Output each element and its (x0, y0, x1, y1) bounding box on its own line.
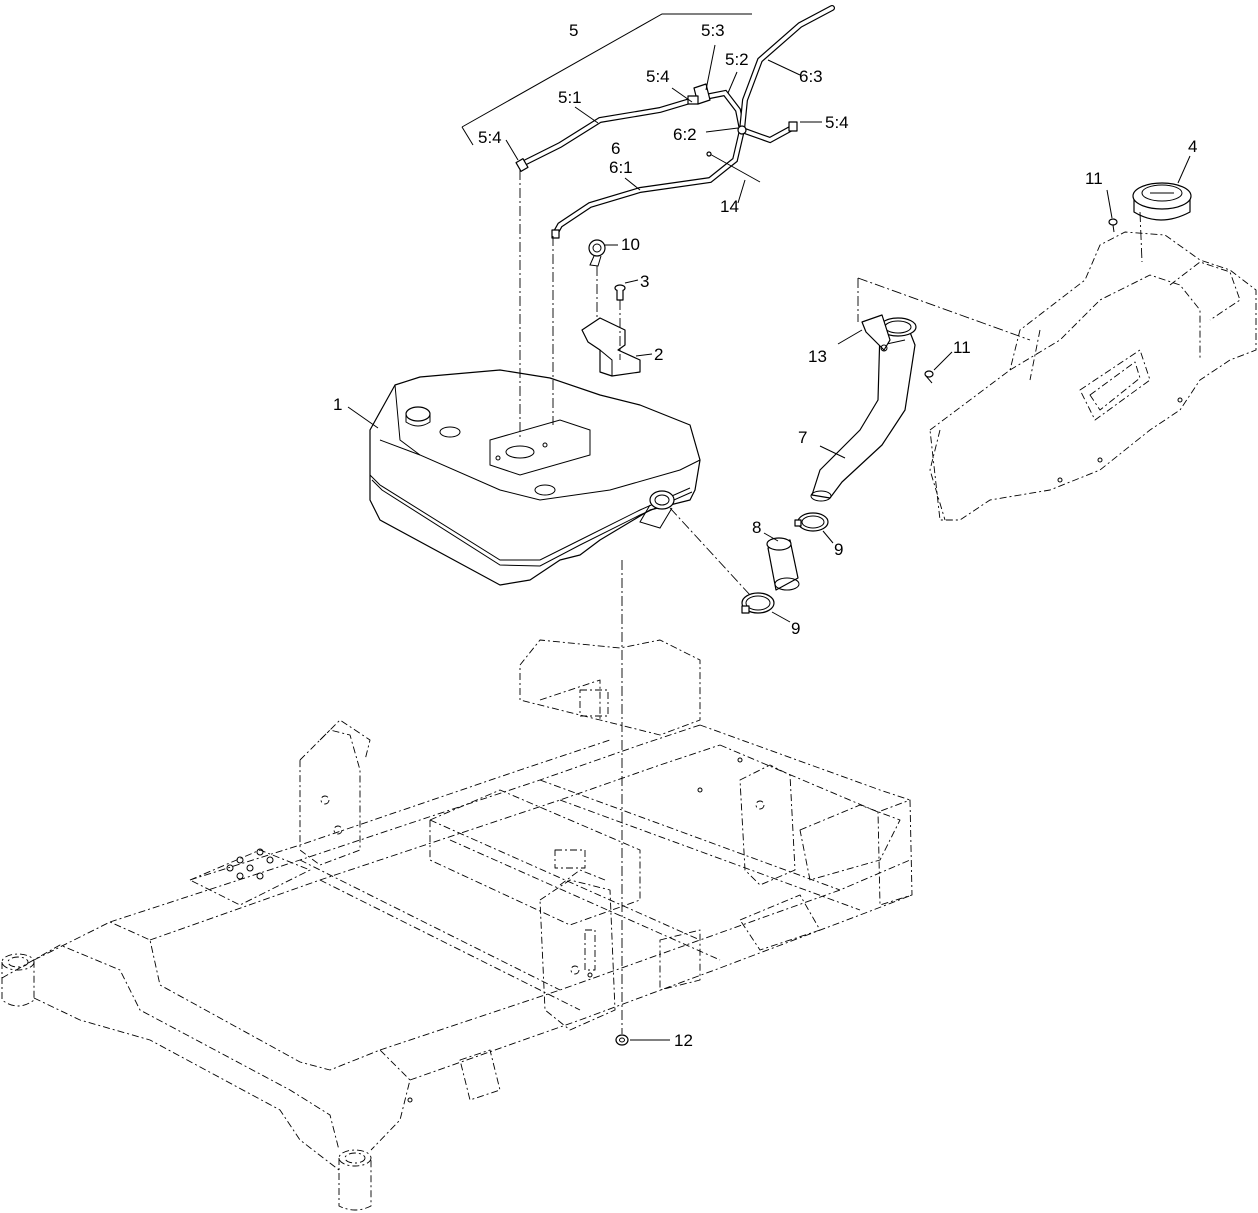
cable-tie (706, 151, 761, 183)
callout-5-1: 5:1 (558, 88, 582, 107)
rear-body-panel (929, 231, 1257, 521)
callout-3: 3 (640, 272, 649, 291)
callout-10: 10 (621, 235, 640, 254)
callout-11-a: 11 (1085, 169, 1103, 188)
callout-5-4-c: 5:4 (825, 113, 849, 132)
callout-14: 14 (720, 197, 739, 216)
callout-5: 5 (569, 21, 578, 40)
callout-4: 4 (1188, 137, 1197, 156)
fuel-cap (1132, 182, 1192, 221)
hose-clamp-upper (794, 512, 829, 532)
connector-tube (766, 537, 800, 591)
callout-labels: 5 5:3 5:2 6:3 5:4 5:1 5:4 6:2 5:4 6 6:1 … (333, 21, 1197, 1050)
clamp-top (588, 239, 606, 267)
callout-7: 7 (798, 428, 807, 447)
callout-5-2: 5:2 (725, 50, 749, 69)
callout-11-b: 11 (953, 338, 971, 357)
filler-bracket (861, 314, 891, 352)
vent-hose-assembly (515, 5, 835, 239)
callout-1: 1 (333, 395, 342, 414)
callout-9-a: 9 (834, 540, 843, 559)
nut (615, 1034, 629, 1046)
assembly-centerlines (519, 170, 1143, 1034)
callout-6-1: 6:1 (609, 158, 633, 177)
screw-bracket (924, 370, 934, 384)
screw-top (1108, 218, 1118, 233)
callout-6-2: 6:2 (673, 125, 697, 144)
callout-9-b: 9 (791, 619, 800, 638)
callout-6-3: 6:3 (799, 67, 823, 86)
hose-clamp-lower (741, 592, 775, 614)
callout-6: 6 (611, 139, 620, 158)
filler-neck-hose (810, 317, 917, 502)
callout-5-4-b: 5:4 (478, 128, 502, 147)
callout-12: 12 (674, 1031, 693, 1050)
callout-2: 2 (654, 345, 663, 364)
mower-frame (1, 639, 913, 1211)
hose-bracket (581, 317, 641, 377)
leader-lines (347, 13, 1191, 1041)
fuel-tank (369, 369, 701, 586)
callout-8: 8 (752, 518, 761, 537)
callout-13: 13 (808, 347, 827, 366)
bolt (614, 284, 626, 301)
callout-5-3: 5:3 (701, 21, 725, 40)
callout-5-4-a: 5:4 (646, 67, 670, 86)
